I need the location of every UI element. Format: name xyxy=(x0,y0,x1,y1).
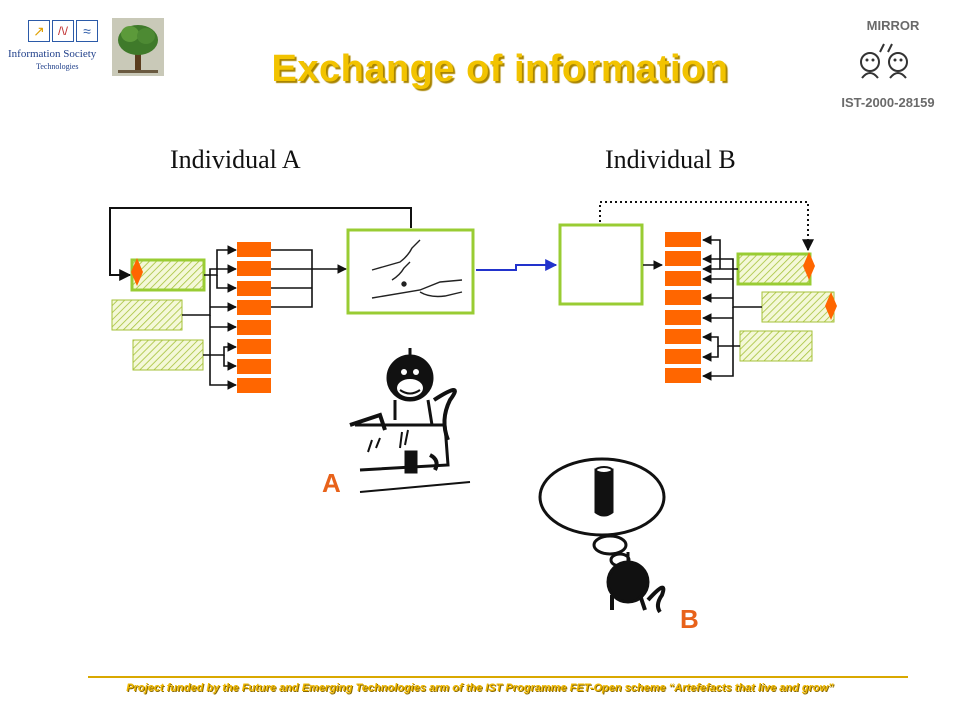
input-box-a-3 xyxy=(132,339,204,371)
unit-b-3 xyxy=(665,271,701,286)
footer-text: Project funded by the Future and Emergin… xyxy=(126,682,834,694)
unit-a-5 xyxy=(237,320,271,335)
monkey-a-icon xyxy=(349,348,471,493)
ist-logo-text: Information Society xyxy=(8,48,97,60)
unit-a-2 xyxy=(237,261,271,276)
logo-square-2: /\/ xyxy=(52,20,74,42)
feedback-loop-b xyxy=(599,201,814,252)
unit-b-5 xyxy=(665,310,701,325)
monkey-b-icon xyxy=(538,457,666,614)
unit-b-8 xyxy=(665,368,701,383)
hands-icon xyxy=(371,239,463,299)
connections-b xyxy=(702,235,762,381)
ist-logo-icons: ↗ /\/ ≈ xyxy=(28,20,98,42)
output-box-b-1 xyxy=(736,252,812,286)
unit-b-4 xyxy=(665,290,701,305)
unit-b-7 xyxy=(665,349,701,364)
page-title: Exchange of information xyxy=(271,48,729,90)
hidden-units-b xyxy=(665,232,701,383)
monkeys-icon xyxy=(860,43,908,79)
unit-b-1 xyxy=(665,232,701,247)
transfer-arrow xyxy=(476,259,558,271)
output-box-a xyxy=(346,228,475,315)
unit-a-8 xyxy=(237,378,271,393)
unit-b-6 xyxy=(665,329,701,344)
project-code: IST-2000-28159 xyxy=(841,95,935,110)
connections-output-a xyxy=(271,249,347,308)
label-individual-a: Individual A xyxy=(170,145,301,174)
logo-square-3: ≈ xyxy=(76,20,98,42)
ist-logo: ↗ /\/ ≈ Information Society Technologies xyxy=(8,18,98,78)
tree-logo xyxy=(112,18,164,76)
unit-a-4 xyxy=(237,300,271,315)
output-box-b-2 xyxy=(761,291,835,323)
input-box-b-main xyxy=(558,223,644,306)
unit-a-1 xyxy=(237,242,271,257)
tree-icon xyxy=(118,25,158,73)
diamond-b-2 xyxy=(825,292,837,320)
project-name: MIRROR xyxy=(866,18,920,33)
hidden-units-a xyxy=(237,242,271,393)
input-box-a-2 xyxy=(111,299,183,331)
logo-square-1: ↗ xyxy=(28,20,50,42)
diamond-a xyxy=(131,258,143,286)
label-a: A xyxy=(322,468,341,498)
label-individual-b: Individual B xyxy=(605,145,736,174)
unit-a-7 xyxy=(237,359,271,374)
ist-logo-subtext: Technologies xyxy=(36,62,79,71)
mirror-logo xyxy=(854,38,918,90)
diamond-b-1 xyxy=(803,252,815,280)
input-box-a-1 xyxy=(130,258,206,292)
feedback-loop-a xyxy=(109,207,412,281)
label-b: B xyxy=(680,604,699,634)
footer-divider xyxy=(88,676,908,678)
unit-b-2 xyxy=(665,251,701,266)
unit-a-3 xyxy=(237,281,271,296)
connections-inputs-a xyxy=(182,245,237,390)
unit-a-6 xyxy=(237,339,271,354)
output-box-b-3 xyxy=(739,330,813,362)
